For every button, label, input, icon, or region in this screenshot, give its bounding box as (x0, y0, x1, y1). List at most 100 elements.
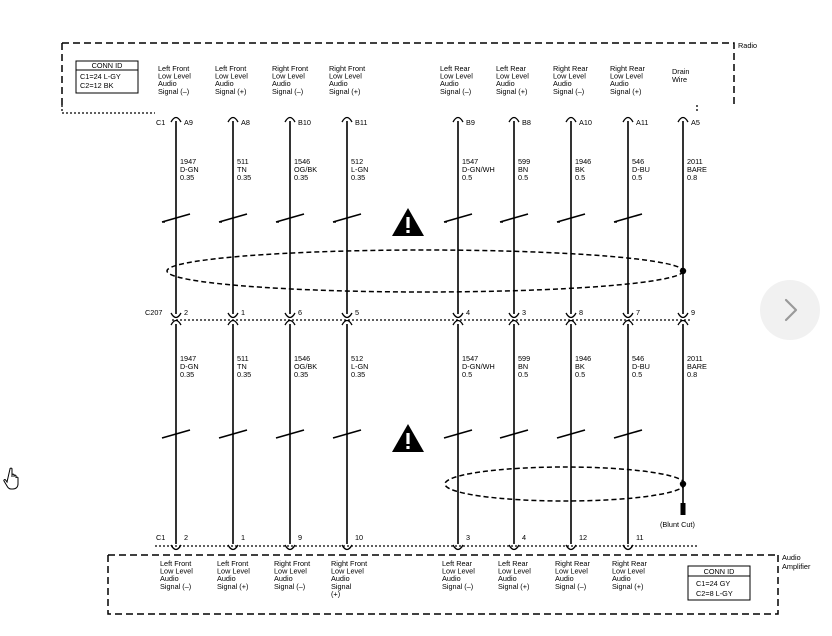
amplifier-pin-label: Low Level (331, 567, 364, 576)
amplifier-connector-outline (107, 554, 779, 615)
amplifier-pin-label: Left Front (160, 559, 191, 568)
amplifier-pin-label: Signal (–) (274, 582, 305, 591)
c207-terminal-top (622, 312, 634, 319)
amplifier-conn-id-line-2: C2=8 L-GY (696, 589, 733, 598)
circuit-number: 1546 (294, 354, 310, 363)
c207-terminal-top-shape (170, 312, 182, 319)
radio-pin-label: Left Rear (440, 64, 471, 73)
amplifier-pin-label: Low Level (217, 567, 250, 576)
radio-pin-number: A5 (691, 118, 700, 127)
circuit-number: 2011 (687, 354, 703, 363)
radio-pin-label: Low Level (158, 72, 191, 81)
radio-pin-label: Low Level (496, 72, 529, 81)
wire-color: OG/BK (294, 165, 317, 174)
circuit-number: 1546 (294, 157, 310, 166)
twist-mark (499, 429, 529, 439)
radio-conn-id-line-2: C2=12 BK (80, 81, 114, 90)
radio-pin-label: Right Front (272, 64, 308, 73)
wire-gauge: 0.5 (462, 370, 472, 379)
amplifier-terminal (341, 544, 353, 551)
radio-terminal (565, 116, 577, 123)
amplifier-pin-number: 4 (522, 533, 526, 542)
twist-mark (499, 213, 529, 223)
radio-pin-label: Signal (–) (553, 87, 584, 96)
c207-terminal-bottom (508, 319, 520, 326)
wire-gauge: 0.8 (687, 370, 697, 379)
wire-color: D-GN (180, 165, 199, 174)
amplifier-pin-label: Low Level (612, 567, 645, 576)
amplifier-terminal-shape (284, 544, 296, 551)
c207-pin-number: 8 (579, 308, 583, 317)
amplifier-name-line-1: Audio (782, 553, 801, 562)
circuit-number: 1946 (575, 157, 591, 166)
radio-pin-number: A11 (636, 118, 648, 127)
radio-pin-label: Audio (440, 79, 459, 88)
c207-terminal-top (677, 312, 689, 319)
amplifier-pin-label: Low Level (274, 567, 307, 576)
c207-pin-number: 2 (184, 308, 188, 317)
radio-pin-label: Signal (+) (215, 87, 246, 96)
amplifier-pin-number: 2 (184, 533, 188, 542)
wire-color: OG/BK (294, 362, 317, 371)
radio-pin-label: Right Rear (610, 64, 645, 73)
amplifier-pin-number: 3 (466, 533, 470, 542)
amplifier-terminal-shape (622, 544, 634, 551)
amplifier-terminal (508, 544, 520, 551)
amplifier-pin-label: Right Rear (612, 559, 647, 568)
chevron-right-icon (784, 298, 798, 322)
amplifier-terminal-shape (508, 544, 520, 551)
radio-pin-label: Low Level (440, 72, 473, 81)
amplifier-terminal-shape (565, 544, 577, 551)
radio-terminal (677, 116, 689, 123)
radio-pin-label: Signal (+) (496, 87, 527, 96)
upper-shield (166, 249, 684, 293)
amplifier-pin-label: Audio (442, 574, 461, 583)
amplifier-connector-name: C1 (156, 533, 165, 542)
twist-mark (332, 213, 362, 223)
radio-pin-label: Signal (–) (272, 87, 303, 96)
amplifier-pin-label: Signal (+) (217, 582, 248, 591)
radio-terminal-shape (622, 116, 634, 123)
c207-terminal-top (284, 312, 296, 319)
next-page-button[interactable] (760, 280, 820, 340)
c207-terminal-bottom-shape (170, 319, 182, 326)
twist-mark (556, 213, 586, 223)
amplifier-terminal (170, 544, 182, 551)
amplifier-pin-label: Low Level (555, 567, 588, 576)
amplifier-pin-label: Low Level (160, 567, 193, 576)
circuit-number: 1947 (180, 354, 196, 363)
radio-conn-id-title: CONN ID (92, 61, 123, 70)
amplifier-pin-label: Low Level (442, 567, 475, 576)
c207-terminal-top-shape (452, 312, 464, 319)
radio-pin-label: Left Rear (496, 64, 527, 73)
radio-pin-label: Audio (215, 79, 234, 88)
radio-pin-label: Right Rear (553, 64, 588, 73)
warning-triangle-icon (392, 424, 424, 452)
radio-pin-label: Audio (272, 79, 291, 88)
amplifier-pin-number: 11 (636, 533, 644, 542)
amplifier-pin-label: Signal (–) (442, 582, 473, 591)
wire-gauge: 0.35 (180, 173, 194, 182)
c207-terminal-bottom (341, 319, 353, 326)
twist-mark (556, 429, 586, 439)
c207-terminal-top (341, 312, 353, 319)
c207-terminal-bottom-shape (565, 319, 577, 326)
wire-gauge: 0.35 (294, 370, 308, 379)
amplifier-conn-id-line-1: C1=24 GY (696, 579, 730, 588)
c207-pin-number: 4 (466, 308, 470, 317)
radio-pin-label: Signal (+) (610, 87, 641, 96)
radio-terminal (452, 116, 464, 123)
amplifier-pin-label: Audio (160, 574, 179, 583)
radio-pin-label: Audio (610, 79, 629, 88)
c207-terminal-bottom (622, 319, 634, 326)
radio-terminal (227, 116, 239, 123)
circuit-number: 511 (237, 157, 249, 166)
wire-gauge: 0.5 (575, 370, 585, 379)
radio-pin-label: Audio (329, 79, 348, 88)
wire-color: BN (518, 362, 528, 371)
radio-terminal-shape (170, 116, 182, 123)
radio-terminal (341, 116, 353, 123)
